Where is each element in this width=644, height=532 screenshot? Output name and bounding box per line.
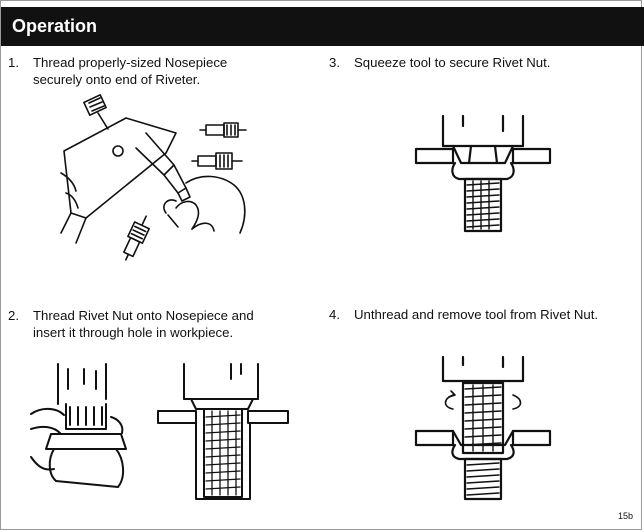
page-number: 15b xyxy=(617,511,633,521)
step-1-text-line2: securely onto end of Riveter. xyxy=(33,72,201,87)
section-header: Operation xyxy=(1,7,644,46)
step-3-text-line1: Squeeze tool to secure Rivet Nut. xyxy=(354,55,551,70)
step-2-text-line1: Thread Rivet Nut onto Nosepiece and xyxy=(33,308,254,323)
step-4: 4. Unthread and remove tool from Rivet N… xyxy=(329,306,629,326)
step-4-text-line1: Unthread and remove tool from Rivet Nut. xyxy=(354,307,599,322)
step-4-number: 4. xyxy=(329,307,340,322)
step-2-number: 2. xyxy=(8,308,19,323)
step-1: 1. Thread properly-sized Nosepiece secur… xyxy=(8,54,308,90)
section-title: Operation xyxy=(12,16,98,36)
step-3: 3. Squeeze tool to secure Rivet Nut. xyxy=(329,54,629,74)
step-1-text-line1: Thread properly-sized Nosepiece xyxy=(33,55,228,70)
rivet-nut-squeeze-illustration xyxy=(413,111,553,241)
step-1-number: 1. xyxy=(8,55,19,70)
rivet-nut-insert-illustration xyxy=(26,359,296,509)
step-3-number: 3. xyxy=(329,55,340,70)
step-2-text-line2: insert it through hole in workpiece. xyxy=(33,325,234,340)
riveter-nosepiece-illustration xyxy=(56,93,261,263)
rivet-nut-remove-illustration xyxy=(413,353,553,503)
step-2: 2. Thread Rivet Nut onto Nosepiece and i… xyxy=(8,307,308,343)
